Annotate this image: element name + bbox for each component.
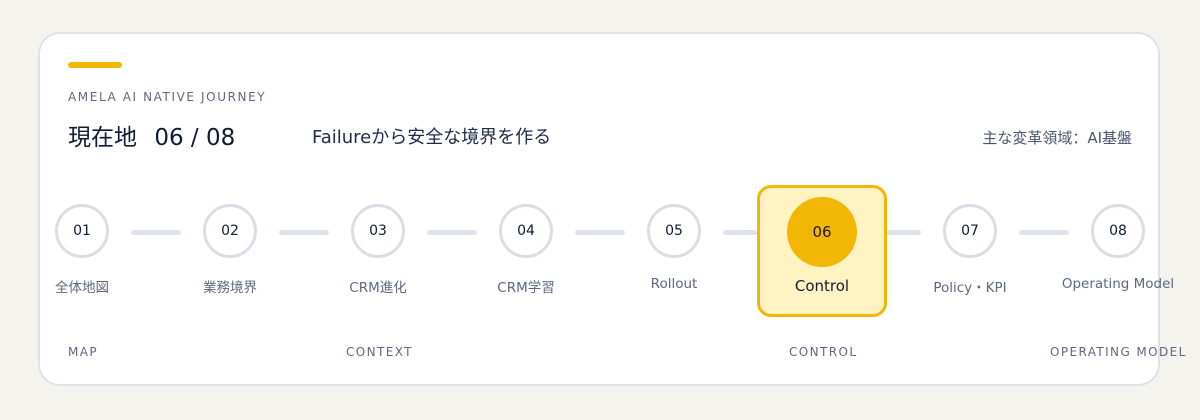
step-connector [1019,230,1069,235]
step-03[interactable]: 03 CRM進化 [308,204,448,296]
step-08[interactable]: 08 Operating Model [1048,204,1188,292]
step-connector [723,230,757,235]
step-06-current[interactable]: 06 Control [752,197,892,295]
step-label: CRM進化 [349,280,407,296]
step-label: Control [794,277,850,295]
phase-label-map: MAP [68,345,98,359]
step-subtitle: Failureから安全な境界を作る [312,127,552,148]
transformation-domain: 主な変革領域：AI基盤 [982,129,1132,147]
phase-label-control: CONTROL [789,345,858,359]
step-label: Policy・KPI [933,280,1007,296]
step-label: Operating Model [1061,276,1175,292]
current-location: 現在地 06 / 08 [68,118,235,152]
step-connector [887,230,921,235]
step-connector [131,230,181,235]
phase-label-operating-model: OPERATING MODEL [1050,345,1187,359]
step-number-badge: 04 [499,204,553,258]
step-number-badge: 01 [55,204,109,258]
step-number-badge: 07 [943,204,997,258]
step-01[interactable]: 01 全体地図 [12,204,152,296]
step-label: CRM学習 [497,280,555,296]
accent-bar [68,62,122,68]
location-value: 06 / 08 [154,125,236,151]
step-number-badge: 05 [647,204,701,258]
step-number-badge: 02 [203,204,257,258]
phase-label-context: CONTEXT [346,345,413,359]
step-connector [279,230,329,235]
step-04[interactable]: 04 CRM学習 [456,204,596,296]
step-label: 全体地図 [55,280,109,296]
step-label: 業務境界 [203,280,257,296]
step-07[interactable]: 07 Policy・KPI [900,204,1040,296]
location-label: 現在地 [68,125,137,151]
step-connector [575,230,625,235]
step-label: Rollout [650,276,698,292]
step-number-badge: 06 [787,197,857,267]
step-number-badge: 03 [351,204,405,258]
step-number-badge: 08 [1091,204,1145,258]
step-05[interactable]: 05 Rollout [604,204,744,292]
step-02[interactable]: 02 業務境界 [160,204,300,296]
journey-eyebrow: AMELA AI NATIVE JOURNEY [68,90,267,104]
step-connector [427,230,477,235]
